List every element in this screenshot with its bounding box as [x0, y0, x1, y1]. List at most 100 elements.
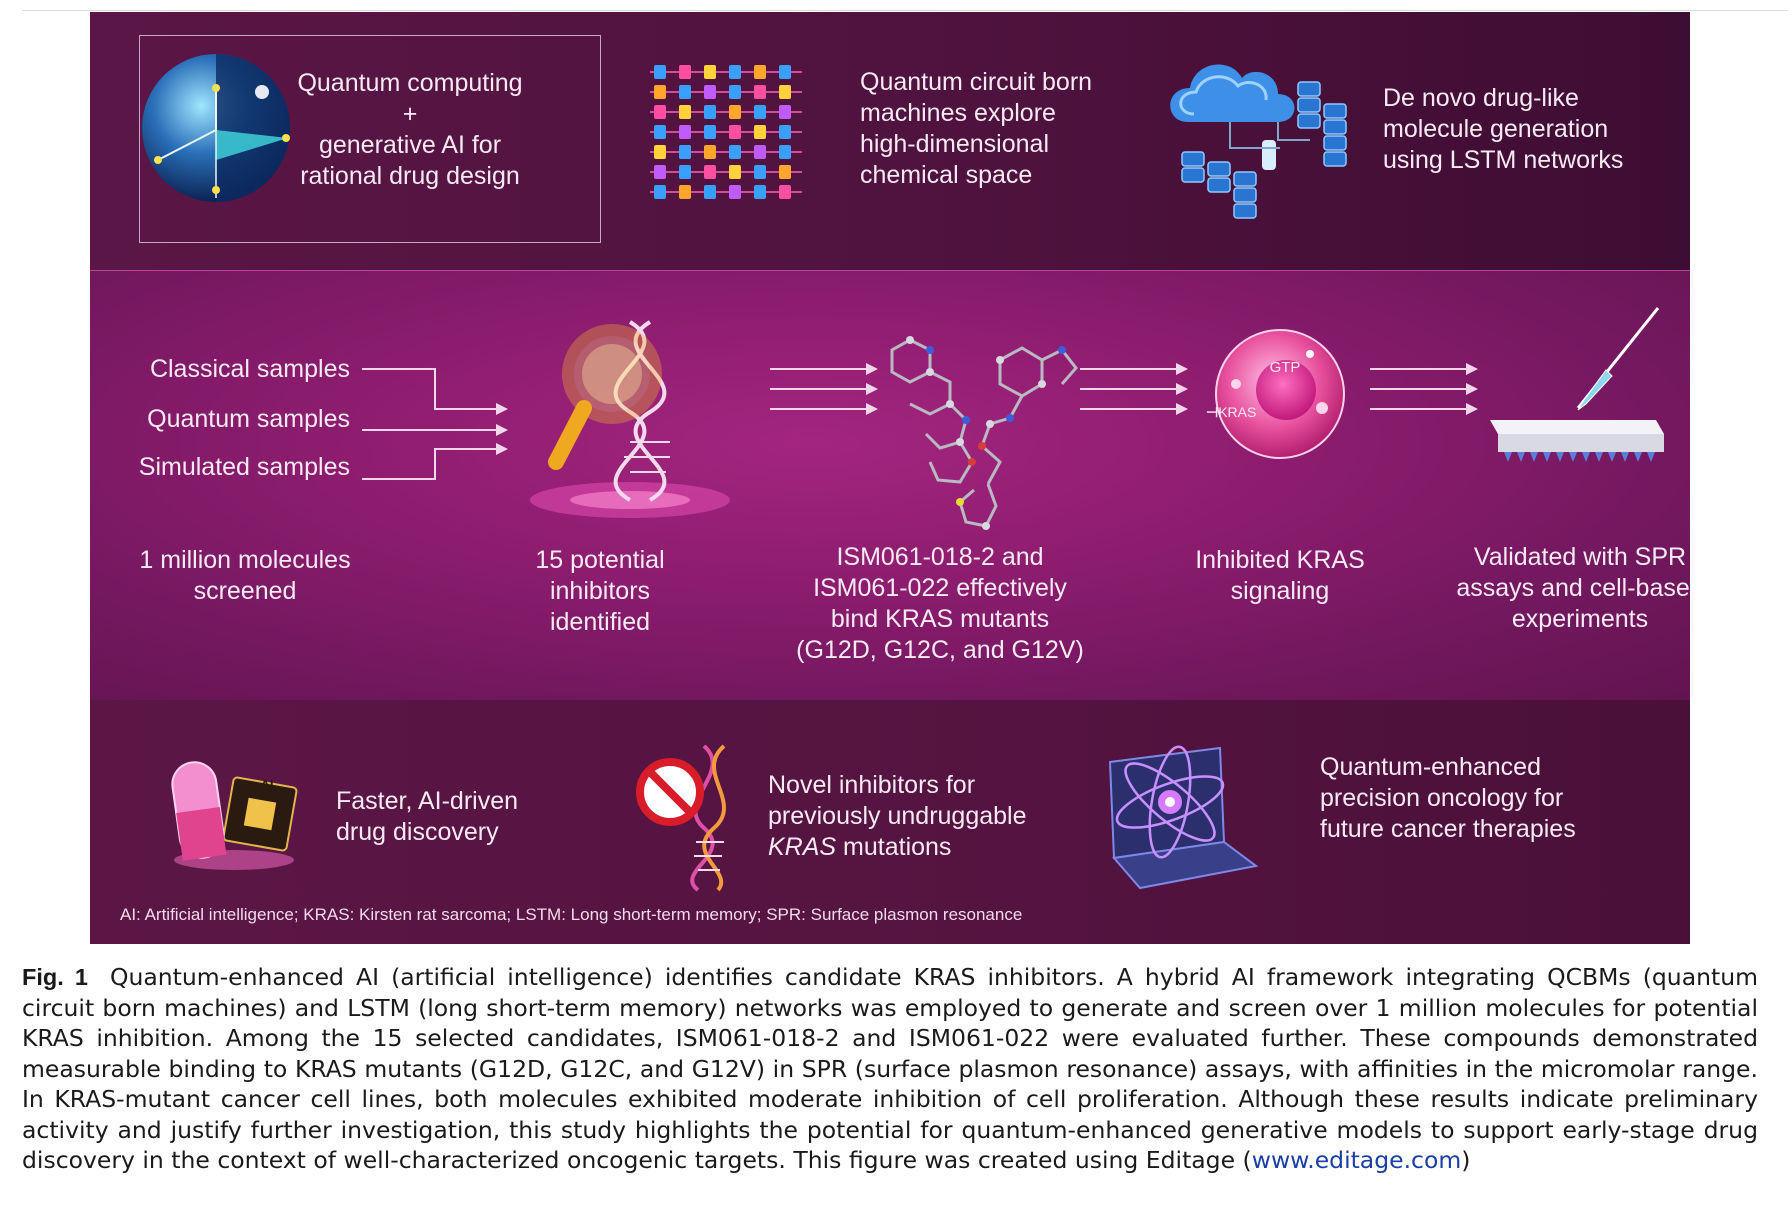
- cancer-cell-icon: [1215, 329, 1345, 459]
- screened-line-1: 1 million molecules: [139, 546, 351, 574]
- screened-line-2: screened: [193, 577, 297, 605]
- magnifier-dna-icon: [530, 320, 730, 518]
- circuit-gate: [754, 85, 766, 99]
- caption-link-close: ): [1461, 1146, 1471, 1174]
- circuit-gate: [754, 185, 766, 199]
- circuit-gate: [729, 85, 741, 99]
- plate-well: [1517, 452, 1525, 462]
- intro-line-2: +: [402, 100, 418, 128]
- binding-line-2: ISM061-022 effectively: [813, 574, 1067, 602]
- chip-ai-label: AI: [260, 777, 274, 792]
- screened-text: 1 million molecules screened: [130, 545, 360, 607]
- caption-label: Fig. 1: [22, 964, 88, 990]
- circuit-gate: [779, 85, 791, 99]
- signaling-line-2: signaling: [1230, 577, 1330, 605]
- inhibitors-text: 15 potential inhibitors identified: [510, 545, 690, 638]
- circuit-gate: [679, 185, 691, 199]
- top-band: [90, 12, 1690, 270]
- circuit-gate: [704, 165, 716, 179]
- precision-text: Quantum-enhanced precision oncology for …: [1320, 752, 1650, 845]
- binding-line-4: (G12D, G12C, and G12V): [796, 636, 1084, 664]
- inhibition-mark-icon: ⊣: [1206, 404, 1219, 420]
- cell-kras-text: KRAS: [1218, 404, 1257, 420]
- no-sign-dna-icon: [636, 744, 726, 892]
- sample-classical: Classical samples: [149, 355, 350, 383]
- faster-line-1: Faster, AI-driven: [336, 787, 519, 815]
- binding-line-3: bind KRAS mutants: [830, 605, 1050, 633]
- bloch-sphere-icon: [142, 54, 290, 202]
- circuit-gate: [729, 65, 741, 79]
- circuit-gate: [654, 185, 666, 199]
- circuit-gate: [729, 145, 741, 159]
- novel-kras-italic: KRAS: [768, 833, 837, 861]
- sample-merge-arrows-icon: [362, 368, 508, 480]
- intro-line-4: rational drug design: [300, 162, 520, 190]
- intro-line-3: generative AI for: [318, 131, 502, 159]
- circuit-gate: [654, 125, 666, 139]
- circuit-gate: [754, 125, 766, 139]
- sample-quantum: Quantum samples: [147, 405, 350, 433]
- lstm-line-1: De novo drug-like: [1383, 84, 1579, 112]
- qcbm-line-4: chemical space: [860, 161, 1033, 189]
- circuit-gate: [779, 165, 791, 179]
- novel-line-2: previously undruggable: [768, 802, 1027, 830]
- circuit-gate: [729, 105, 741, 119]
- lstm-line-2: molecule generation: [1383, 115, 1609, 143]
- bottom-band: [90, 700, 1690, 944]
- lstm-text: De novo drug-like molecule generation us…: [1383, 83, 1673, 176]
- circuit-gate: [704, 65, 716, 79]
- circuit-gate: [779, 145, 791, 159]
- circuit-gate: [754, 145, 766, 159]
- plate-well: [1530, 452, 1538, 462]
- circuit-gate: [679, 65, 691, 79]
- precision-line-1: Quantum-enhanced: [1320, 753, 1541, 781]
- binding-text: ISM061-018-2 and ISM061-022 effectively …: [780, 542, 1100, 666]
- novel-line-3: KRAS mutations: [768, 832, 1078, 863]
- circuit-gate: [779, 65, 791, 79]
- plate-well: [1621, 452, 1629, 462]
- circuit-gate: [679, 165, 691, 179]
- qcbm-line-1: Quantum circuit born: [860, 68, 1093, 96]
- circuit-gate: [779, 185, 791, 199]
- cloud-servers-icon: [1170, 64, 1347, 219]
- arrows-to-molecules-icon: [770, 363, 878, 415]
- inhibitors-line-1: 15 potential: [535, 546, 665, 574]
- editage-link[interactable]: www.editage.com: [1251, 1146, 1462, 1174]
- plate-well: [1556, 452, 1564, 462]
- top-rule: [22, 10, 1788, 11]
- sample-simulated: Simulated samples: [138, 453, 350, 481]
- intro-text: Quantum computing + generative AI for ra…: [280, 68, 540, 192]
- circuit-gate: [679, 145, 691, 159]
- caption-link-open: (: [1242, 1146, 1252, 1174]
- cell-gtp-label: GTP: [1269, 359, 1301, 376]
- plate-well: [1595, 452, 1603, 462]
- circuit-gate: [654, 145, 666, 159]
- novel-text: Novel inhibitors for previously undrugga…: [768, 770, 1078, 863]
- caption-text: Quantum-enhanced AI (artificial intellig…: [22, 963, 1758, 1174]
- circuit-gate: [779, 125, 791, 139]
- validated-line-1: Validated with SPR: [1473, 543, 1687, 571]
- circuit-gate: [704, 125, 716, 139]
- novel-line-3-rest: mutations: [836, 833, 952, 861]
- middle-band: [90, 270, 1690, 702]
- inhibitors-line-3: identified: [549, 608, 651, 636]
- circuit-gate: [704, 85, 716, 99]
- arrows-to-plate-icon: [1370, 363, 1478, 415]
- circuit-gate: [754, 165, 766, 179]
- plate-well: [1608, 452, 1616, 462]
- intro-box: [139, 35, 601, 243]
- faster-line-2: drug discovery: [336, 818, 499, 846]
- qcbm-line-3: high-dimensional: [860, 130, 1050, 158]
- quantum-circuit-icon: [650, 65, 802, 199]
- molecule-structures-icon: [890, 336, 1078, 530]
- pipette-well-plate-icon: [1490, 307, 1664, 462]
- circuit-gate: [654, 85, 666, 99]
- plate-well: [1647, 452, 1655, 462]
- validated-line-3: experiments: [1511, 605, 1649, 633]
- figure-panel: Quantum computing + generative AI for ra…: [90, 12, 1690, 944]
- circuit-gate: [704, 145, 716, 159]
- circuit-gate: [654, 105, 666, 119]
- validated-line-2: assays and cell-based: [1456, 574, 1690, 602]
- precision-line-3: future cancer therapies: [1320, 815, 1576, 843]
- qcbm-line-2: machines explore: [860, 99, 1056, 127]
